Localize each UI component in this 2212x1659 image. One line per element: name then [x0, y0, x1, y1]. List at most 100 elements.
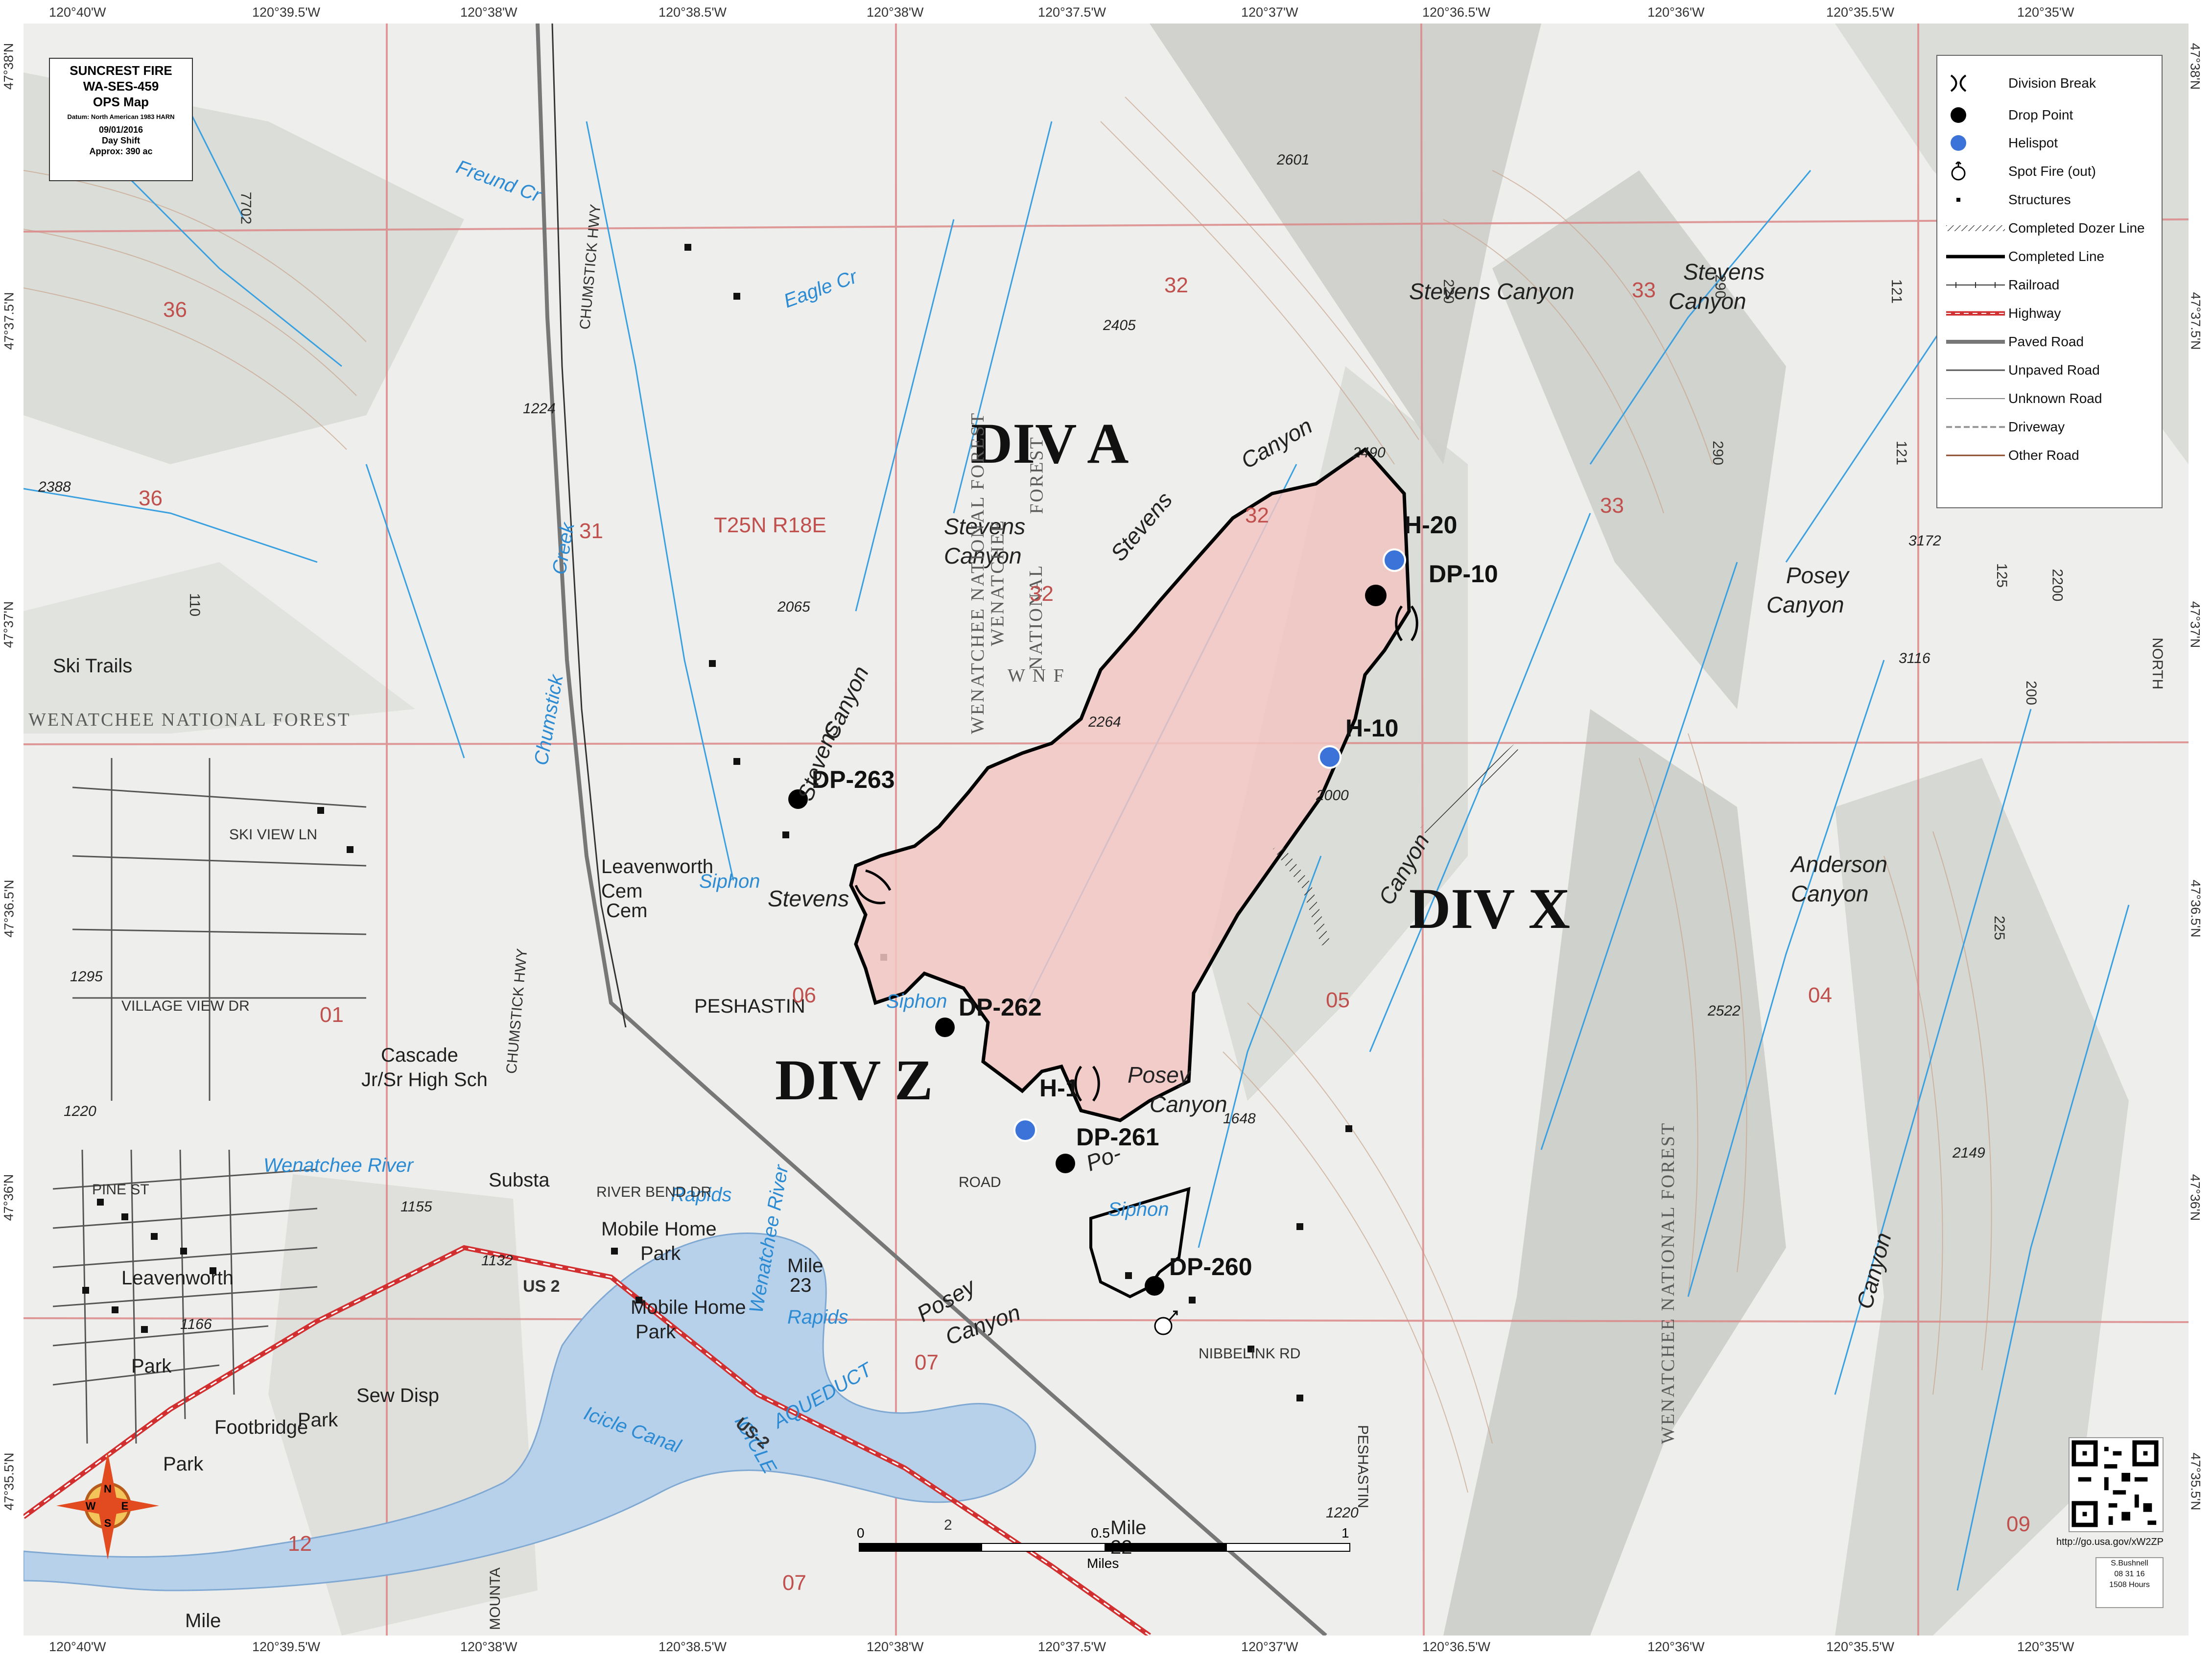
park-label: Park	[163, 1453, 204, 1475]
section-number: 06	[792, 983, 816, 1007]
compass-w: W	[86, 1500, 96, 1512]
elevation-label: 1295	[70, 969, 103, 985]
lon-tick-top: 120°36.5'W	[1422, 5, 1491, 20]
lon-tick-top: 120°38'W	[867, 5, 924, 20]
stevens-canyon-label: Canyon	[1669, 288, 1746, 314]
paved-road-icon	[1946, 340, 2005, 344]
legend-label: Highway	[2008, 306, 2061, 321]
lon-tick-top: 120°35.5'W	[1826, 5, 1895, 20]
map-date: 09/01/2016	[98, 125, 143, 135]
siphon-label: Siphon	[699, 871, 760, 892]
lon-tick-bottom: 120°36'W	[1647, 1639, 1705, 1654]
dp262-label: DP-262	[959, 994, 1042, 1021]
scale-bar-track	[859, 1543, 1350, 1552]
ridge-shade	[1492, 170, 1786, 709]
elevation-label: 2405	[1103, 317, 1136, 333]
elevation-label: 3116	[1899, 650, 1930, 666]
road-shield: 110	[186, 593, 203, 616]
section-number: 07	[782, 1571, 806, 1595]
road-shield: 121	[1893, 440, 1910, 466]
section-number: 05	[1326, 988, 1350, 1012]
div-z-label: DIV Z	[775, 1048, 933, 1112]
legend-label: Other Road	[2008, 448, 2079, 463]
lon-tick-bottom: 120°38.5'W	[659, 1639, 727, 1654]
section-lines	[24, 24, 2188, 1635]
legend-unpaved-road: Unpaved Road	[1942, 357, 2158, 383]
elevation-label: 2388	[38, 479, 71, 495]
legend-structures: Structures	[1942, 187, 2158, 213]
qr-url[interactable]: http://go.usa.gov/xW2ZP	[2056, 1537, 2164, 1547]
drop-point-icon	[1951, 107, 1966, 123]
legend-label: Unpaved Road	[2008, 362, 2100, 378]
helispot-h20	[1383, 548, 1406, 572]
qr-code[interactable]	[2069, 1437, 2164, 1532]
highway-icon	[1946, 311, 2005, 316]
forest-label: FOREST	[1026, 436, 1047, 514]
road-shield: 200	[2023, 680, 2040, 706]
cemetery-label: Leavenworth	[601, 856, 714, 877]
road-shield: 121	[1888, 279, 1905, 304]
map-canvas[interactable]: DIV A DIV X DIV Z H-20 DP-10 H-10 DP-263…	[24, 24, 2188, 1635]
section-number: 04	[1808, 983, 1832, 1007]
mile-marker-label: Mile	[1110, 1517, 1147, 1539]
map-graphics	[24, 24, 2188, 1635]
legend-label: Division Break	[2008, 75, 2096, 91]
scale-half: 0.5	[1091, 1525, 1110, 1540]
legend-unknown-road: Unknown Road	[1942, 386, 2158, 411]
road-label: PESHASTIN	[1355, 1424, 1371, 1509]
chumstick-highway	[536, 24, 1327, 1635]
posey-canyon-label: Canyon	[1766, 592, 1844, 617]
credit-date: 08 31 16	[2114, 1570, 2145, 1578]
h20-label: H-20	[1404, 511, 1458, 539]
section-number: 36	[139, 486, 163, 510]
railroad-icon	[1946, 282, 2005, 288]
lat-tick-right: 47°37.5'N	[2188, 292, 2203, 350]
elevation-label: 2065	[777, 599, 810, 615]
legend-label: Drop Point	[2008, 107, 2073, 122]
helispot-h10	[1318, 745, 1341, 769]
lat-tick-left: 47°35.5'N	[1, 1452, 17, 1511]
division-break-icon	[1950, 74, 1967, 92]
legend-label: Completed Line	[2008, 249, 2105, 264]
section-number: 33	[1632, 278, 1656, 302]
acreage-text: Approx: 390 ac	[89, 146, 153, 156]
lon-tick-top: 120°36'W	[1647, 5, 1705, 20]
posey-canyon-label: Canyon	[1150, 1091, 1227, 1117]
peshastin-label: PESHASTIN	[694, 995, 805, 1017]
dp263-label: DP-263	[812, 766, 895, 793]
qr-code-icon	[2070, 1438, 2161, 1529]
elevation-label: 1220	[1326, 1505, 1359, 1521]
helispot-icon	[1951, 135, 1966, 151]
rapids-label: Rapids	[671, 1184, 732, 1206]
elevation-label: 2601	[1277, 152, 1310, 168]
drop-point-dp263	[788, 789, 808, 809]
forest-label: NATIONAL	[1026, 564, 1047, 670]
lon-tick-top: 120°38.5'W	[659, 5, 727, 20]
road-shield: 2	[944, 1517, 952, 1533]
lon-tick-bottom: 120°40'W	[49, 1639, 106, 1654]
lon-tick-top: 120°37.5'W	[1038, 5, 1106, 20]
road-shield: 290	[1712, 274, 1729, 299]
legend-label: Spot Fire (out)	[2008, 164, 2096, 179]
wenatchee-river	[24, 1232, 1036, 1591]
road-label: NORTH	[2149, 637, 2166, 690]
compass-e: E	[121, 1500, 129, 1512]
helispot-h1	[1013, 1118, 1037, 1142]
elevation-label: 2522	[1708, 1003, 1741, 1019]
mobile-home-label: Mobile Home	[601, 1218, 717, 1240]
substation-label: Substa	[489, 1169, 550, 1191]
posey-canyon-label: Posey	[1128, 1062, 1190, 1088]
drop-point-dp260	[1145, 1276, 1164, 1296]
legend-paved-road: Paved Road	[1942, 329, 2158, 355]
lon-tick-bottom: 120°35.5'W	[1826, 1639, 1895, 1654]
elevation-label: 1220	[64, 1103, 96, 1119]
legend-label: Driveway	[2008, 419, 2065, 434]
lon-tick-top: 120°39.5'W	[252, 5, 321, 20]
section-number: 31	[579, 519, 603, 543]
drop-point-dp10	[1365, 585, 1387, 606]
legend-driveway: Driveway	[1942, 414, 2158, 440]
compass-n: N	[104, 1483, 112, 1495]
title-block: SUNCREST FIRE WA-SES-459 OPS Map Datum: …	[49, 58, 193, 181]
scale-bar: 0 0.5 1 Miles	[857, 1525, 1351, 1584]
lon-tick-top: 120°35'W	[2017, 5, 2074, 20]
